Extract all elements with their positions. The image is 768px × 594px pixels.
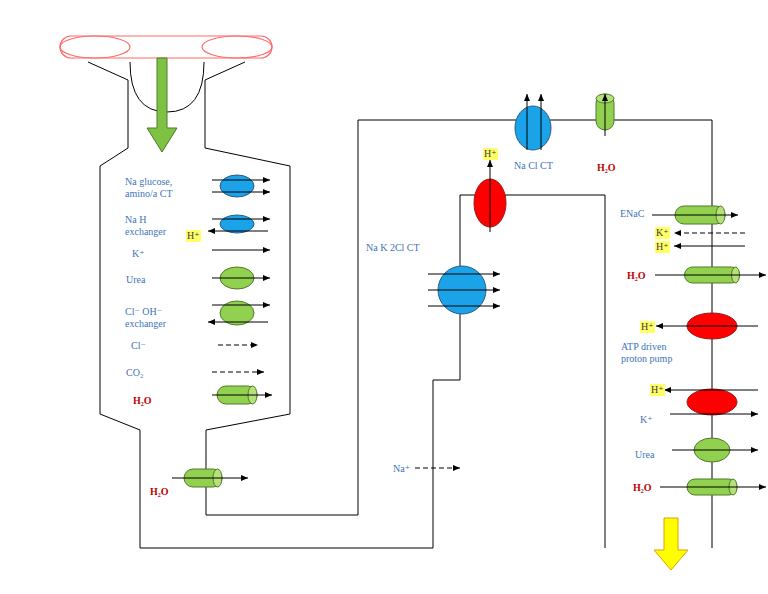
transport-label: Cl⁻ xyxy=(131,340,146,352)
glomerulus-end xyxy=(202,36,272,58)
transport-label: Na glucose, amino/a CT xyxy=(125,176,189,200)
transport-label: H₂O xyxy=(633,482,652,494)
urine-arrow xyxy=(654,518,688,570)
flux-arrow xyxy=(428,290,500,291)
proton-pump xyxy=(687,389,737,415)
flux-arrow xyxy=(655,275,766,276)
transport-label: CO₂ xyxy=(126,367,143,379)
flux-arrow xyxy=(652,215,738,216)
glomerulus-loop xyxy=(60,36,272,58)
transport-label: K⁺ xyxy=(640,414,653,426)
flux-arrow xyxy=(660,487,766,488)
flux-arrow xyxy=(674,246,745,247)
transport-label: K⁺ xyxy=(655,227,670,239)
flux-arrow xyxy=(212,180,270,181)
transport-label: Na K 2Cl CT xyxy=(366,242,420,254)
flux-arrow xyxy=(674,233,745,234)
transport-label: H⁺ xyxy=(483,148,498,160)
glomerulus-end xyxy=(60,36,130,58)
flux-arrow xyxy=(541,94,542,150)
transport-label: Na Cl CT xyxy=(514,160,553,172)
transport-label: Na H exchanger xyxy=(125,214,180,238)
cotransporter xyxy=(220,175,254,197)
flux-arrow xyxy=(208,231,268,232)
filtration-arrow xyxy=(147,58,177,152)
flux-arrow xyxy=(428,274,500,275)
transport-label: Urea xyxy=(635,449,654,461)
flux-arrow xyxy=(212,278,270,279)
flux-arrow xyxy=(672,450,758,451)
transport-label: H⁺ xyxy=(186,230,201,242)
flux-arrow xyxy=(670,414,758,415)
transport-label: ATP driven proton pump xyxy=(621,341,681,365)
exchanger xyxy=(220,215,254,233)
flux-arrow xyxy=(212,395,272,396)
flux-arrow xyxy=(428,306,500,307)
flux-arrow xyxy=(415,468,460,469)
transport-label: K⁺ xyxy=(132,248,145,260)
flux-arrow xyxy=(212,372,264,373)
transport-label: H⁺ xyxy=(655,241,670,253)
flux-arrow xyxy=(212,305,270,306)
flux-arrow xyxy=(172,478,248,479)
flux-arrow xyxy=(664,390,758,391)
flux-arrow xyxy=(212,250,270,251)
flux-arrow xyxy=(527,94,528,150)
flux-arrow xyxy=(212,219,270,220)
transport-label: H⁺ xyxy=(640,321,655,333)
flux-arrow xyxy=(218,345,258,346)
transport-label: H₂O xyxy=(133,395,152,407)
tubule-wall xyxy=(205,62,712,548)
transport-label: H⁺ xyxy=(650,384,665,396)
transport-label: Cl⁻ OH⁻ exchanger xyxy=(125,306,180,330)
transport-label: Urea xyxy=(126,274,145,286)
transport-label: H₂O xyxy=(597,162,616,174)
flux-arrow xyxy=(656,326,758,327)
flux-arrow xyxy=(208,322,268,323)
transport-label: Na⁺ xyxy=(393,463,410,475)
flux-arrow xyxy=(490,160,491,232)
flux-arrow xyxy=(212,192,270,193)
cotransporter xyxy=(515,106,551,150)
flux-arrow xyxy=(605,94,606,136)
transport-label: H₂O xyxy=(627,270,646,282)
transport-label: ENaC xyxy=(620,208,644,220)
transport-label: H₂O xyxy=(150,486,169,498)
